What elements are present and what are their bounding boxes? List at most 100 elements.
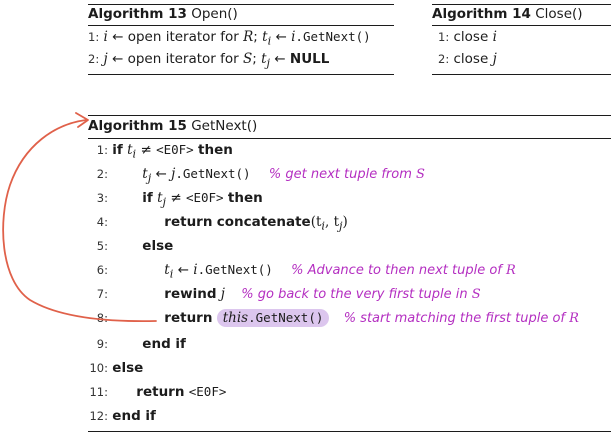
algo13-title: Open() [191,6,238,22]
algo13-bottom-rule [88,74,394,75]
algo15-line-4: 4: return concatenate(ti, tj) [94,214,348,233]
line-number: 1: [96,143,108,157]
else-keyword: else [142,238,174,254]
algo15-line-7: 7: rewind j % go back to the very first … [94,286,481,302]
algo13-line-1: 1: i ← open iterator for R; ti ← i.GetNe… [88,29,371,48]
algo15-line-8: 8: return this.GetNext() % start matchin… [94,309,579,327]
var-i: i [291,29,296,45]
args: (t [310,214,322,230]
subscript: j [266,56,271,70]
var-i: i [103,29,108,45]
line-number: 6: [96,263,108,277]
var-j: j [171,166,176,182]
line-number: 5: [96,239,108,253]
args-close: ) [342,214,348,230]
function-name: concatenate [216,214,311,230]
subscript: i [169,267,174,281]
method-call: .GetNext() [175,166,251,181]
algo13-line-2: 2: j ← open iterator for S; tj ← NULL [88,51,329,70]
if-keyword: if [142,190,153,206]
line-number: 11: [89,385,108,399]
var-i: i [492,29,497,45]
var-t: t [261,51,267,67]
comment-text: % start matching the first tuple of [343,311,570,326]
else-keyword: else [112,360,144,376]
method-call: .GetNext() [248,310,324,325]
text: ; [252,51,262,67]
subscript: j [339,219,343,233]
algo14-top-rule [432,4,611,5]
return-keyword: return [136,384,185,400]
algo14-line-1: 1: close i [438,29,497,45]
algo15-line-12: 12: end if [88,408,156,424]
eof: <E0F> [156,142,194,157]
end-if-keyword: end if [112,408,156,424]
method-call: .GetNext() [295,29,371,44]
algo15-top-rule [88,115,611,116]
arrow: ← [270,51,290,67]
text: close [453,29,493,45]
args: , t [325,214,340,230]
line-number: 2: [438,52,450,66]
arrow: ← [151,166,172,182]
algorithm-14: Algorithm 14 Close() 1: close i 2: close… [432,0,611,80]
algo14-label: Algorithm 14 [432,6,531,22]
arrow: ← [271,29,292,45]
var-j: j [103,51,108,67]
var-t: t [262,29,268,45]
eof: <E0F> [188,384,227,399]
algo15-line-2: 2: tj ← j.GetNext() % get next tuple fro… [94,166,425,185]
var-t: t [164,262,170,278]
algo14-line-2: 2: close j [438,51,497,67]
line-number: 2: [88,52,100,66]
comment: % get next tuple from S [269,167,425,182]
annotation-arrowhead [75,112,89,128]
line-number: 8: [96,311,108,325]
comment-var: R [506,263,516,278]
null-keyword: NULL [289,51,330,67]
algo15-line-1: 1: if ti ≠ <E0F> then [94,142,233,161]
algo14-caption-rule [432,25,611,26]
algo13-top-rule [88,4,394,5]
var-i: i [193,262,198,278]
algo15-line-10: 10: else [88,360,143,376]
algo15-caption-rule [88,138,611,139]
algo15-line-9: 9: end if [94,336,186,352]
then-keyword: then [198,142,233,158]
text: ← open iterator for [107,51,243,67]
line-number: 12: [89,409,108,423]
eof: <E0F> [185,190,224,205]
comment: % Advance to then next tuple of R [291,263,516,278]
line-number: 9: [96,337,108,351]
arrow: ← [173,262,194,278]
algo15-line-3: 3: if tj ≠ <E0F> then [94,190,263,209]
line-number: 7: [96,287,108,301]
line-number: 2: [96,167,108,181]
line-number: 4: [96,215,108,229]
method-call: .GetNext() [197,262,273,277]
set-r: R [243,29,254,45]
algo14-bottom-rule [432,74,611,75]
neq: ≠ [166,190,186,206]
algo15-line-6: 6: ti ← i.GetNext() % Advance to then ne… [94,262,516,281]
set-s: S [242,51,253,67]
algo15-line-5: 5: else [94,238,173,254]
text: ← open iterator for [107,29,244,45]
var-t: t [157,190,163,206]
comment-text: % Advance to then next tuple of [291,263,506,278]
return-keyword: return [164,214,213,230]
text: ; [253,29,263,45]
comment-text: % get next tuple from [268,167,417,182]
algo15-caption: Algorithm 15 GetNext() [88,118,257,134]
algo14-caption: Algorithm 14 Close() [432,6,583,22]
algo13-caption-rule [88,25,394,26]
algo15-label: Algorithm 15 [88,118,187,134]
line-number: 1: [438,30,450,44]
comment-var: R [569,311,579,326]
line-number: 10: [89,361,108,375]
algo13-label: Algorithm 13 [88,6,187,22]
this-keyword: this [222,310,249,326]
algorithm-13: Algorithm 13 Open() 1: i ← open iterator… [88,0,394,80]
subscript: i [321,219,326,233]
comment-text: % go back to the very first tuple in [241,287,472,302]
